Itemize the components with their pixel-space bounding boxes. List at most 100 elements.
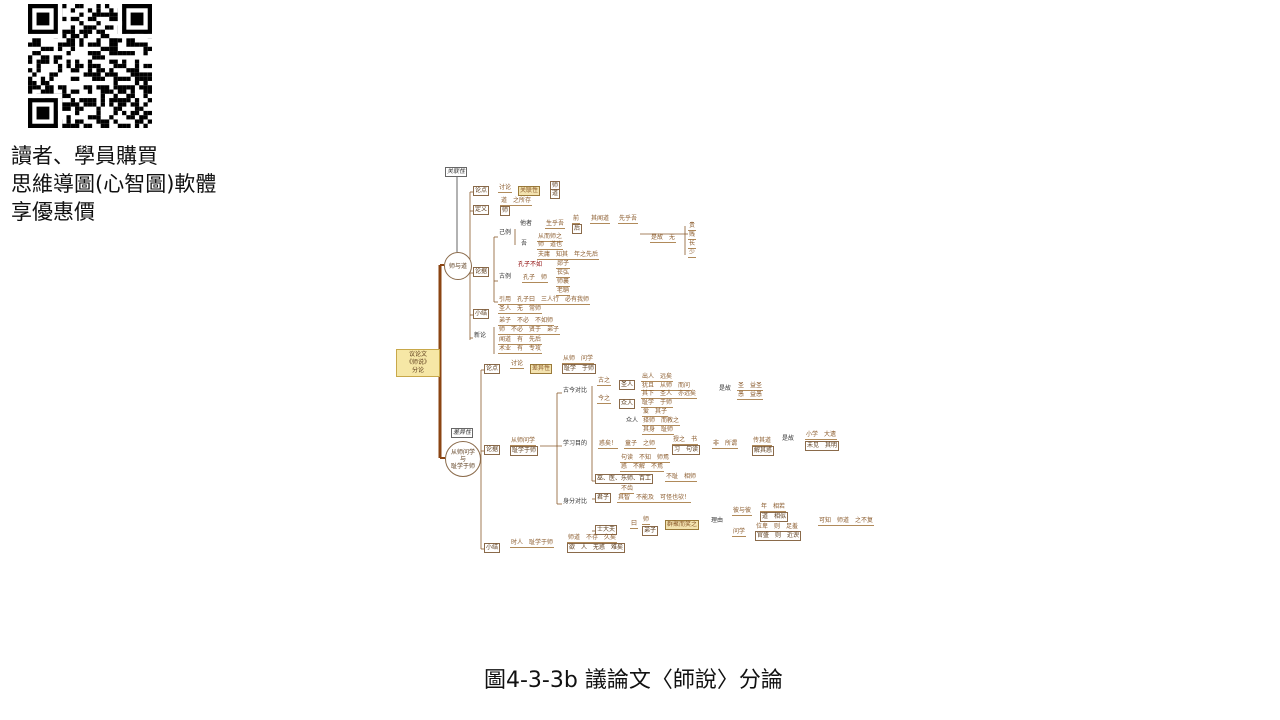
mindmap-node: 解其惑: [752, 446, 775, 456]
branch-teacher-and-dao: 师与道: [444, 252, 472, 280]
mindmap-node: 长: [688, 240, 697, 249]
mindmap-node: 圣人: [619, 380, 636, 390]
mindmap-node: 论据: [484, 445, 501, 455]
mindmap-node: 其智 不能及 可怪也欤！: [617, 494, 692, 503]
mindmap-node: 众人: [619, 399, 636, 409]
mindmap-node: 小结: [484, 543, 501, 553]
mindmap-node: 巫、医、乐师、百工: [595, 474, 654, 484]
mindmap-node: 不耻 相师: [665, 473, 698, 482]
mindmap-node: 官盛 则 近谀: [755, 531, 802, 541]
mindmap-node: 从师 问学: [562, 355, 595, 364]
mindmap-node: 耻学 于师: [562, 364, 597, 374]
mindmap-node: 非 所谓: [712, 440, 739, 449]
mindmap-node: 师 不必 贤于 弟子: [498, 326, 561, 335]
mindmap-node: 可知 师道 之不复: [818, 517, 875, 526]
mindmap-node: 后: [572, 224, 583, 234]
mindmap-node: 理由: [711, 517, 724, 524]
qr-code: [28, 4, 152, 128]
mindmap-node: 犹且 从师 而问: [641, 382, 692, 391]
tag-difference: 差异性: [451, 428, 474, 438]
mindmap-node: 群聚而笑之: [665, 520, 700, 530]
mindmap-node: 爱 其子: [642, 408, 669, 417]
mindmap-node: 身分对比: [563, 498, 588, 505]
mindmap-node: 师: [500, 206, 511, 216]
promo-line-2: 思維導圖(心智圖)軟體: [11, 172, 217, 196]
mindmap-node: 众人: [626, 417, 639, 424]
mindmap-node: 讨论: [498, 184, 513, 193]
root-node: 议论文 《师说》 分论: [396, 349, 440, 377]
mindmap-node: 己例: [499, 229, 512, 236]
mindmap-node: 师: [642, 516, 651, 525]
promo-line-1: 讀者、學員購買: [11, 144, 158, 168]
mindmap-node: 弟子: [642, 526, 659, 536]
figure-caption: 圖4-3-3b 議論文〈師說〉分論: [484, 668, 783, 693]
mindmap-node: 引用 孔子曰 三人行 必有我师: [498, 296, 591, 305]
mindmap-node: 从师问学: [510, 437, 537, 446]
mindmap-node: 耻学于师: [510, 446, 539, 456]
mindmap-node: 论据: [473, 267, 490, 277]
mindmap-node: 苌弘: [556, 269, 571, 278]
mindmap-node: 其闻道: [590, 215, 611, 224]
promo-line-3: 享優惠價: [11, 200, 95, 224]
mindmap-node: 讨论: [510, 360, 525, 369]
mindmap-node: 授之 书: [672, 436, 699, 445]
mindmap-node: 出人 远矣: [641, 373, 674, 382]
mindmap-node: 老聃: [556, 287, 571, 296]
mindmap-node: 前: [572, 215, 581, 224]
tag-relation: 关联性: [445, 167, 468, 177]
mindmap-node: 师道 不存 久矣: [567, 534, 618, 543]
mindmap-node: 差异性: [530, 364, 553, 374]
mindmap-node: 今之: [597, 395, 612, 404]
mindmap-node: 时人 耻学于师: [510, 539, 555, 548]
mindmap-node: 孔子 师: [522, 274, 549, 283]
mindmap-node: 生乎吾: [545, 220, 566, 229]
mindmap-node: 惑矣！: [598, 440, 619, 449]
mindmap-node: 孔子不如: [518, 261, 543, 268]
mindmap-node: 传其道: [752, 437, 773, 446]
mindmap-node: 君子: [595, 493, 612, 503]
mindmap-node: 定义: [473, 205, 490, 215]
mindmap-node: 择师 而教之: [642, 417, 681, 426]
mindmap-node: 新论: [474, 332, 487, 339]
mindmap-node: 愚 益愚: [737, 391, 764, 400]
mindmap-node: 未见 其明: [805, 441, 840, 451]
mindmap-node: 习 句读: [672, 445, 701, 455]
mindmap-node: 问学: [732, 528, 747, 537]
mindmap-node: 圣 益圣: [737, 382, 764, 391]
mindmap-node: 惑 不解 不焉: [620, 463, 665, 472]
mindmap-node: 小结: [473, 309, 490, 319]
mindmap-node: 童子 之师: [624, 440, 657, 449]
mindmap-node: 弟子 不必 不如师: [498, 317, 555, 326]
mindmap-node: 是故: [719, 385, 732, 392]
mindmap-node: 关联性: [518, 186, 541, 196]
mindmap-node: 师 道也: [537, 241, 564, 250]
mindmap-node: 道 相似: [760, 512, 789, 522]
mindmap-node: 学习目的: [563, 440, 588, 447]
mindmap-node: 闻道 有 先后: [498, 336, 543, 345]
mindmap-node: 士大夫: [595, 525, 618, 535]
mindmap-node: 年 相若: [760, 503, 787, 512]
mindmap-node: 他者: [520, 220, 533, 227]
mindmap-node: 彼与彼: [732, 507, 753, 516]
mindmap-node: 其身 耻师: [642, 426, 675, 435]
mindmap-node: 道 之所存: [500, 197, 533, 206]
mindmap-node: 古今对比: [563, 387, 588, 394]
mindmap-node: 句读 不知 师焉: [620, 454, 671, 463]
mindmap-node: 吾: [521, 240, 528, 247]
branch-learning-contrast: 从师问学 与 耻学于师: [445, 441, 481, 477]
mindmap-node: 道: [550, 189, 561, 199]
mindmap-node: 贵: [688, 222, 697, 231]
mindmap-node: 圣人 无 常师: [498, 305, 543, 314]
mindmap-node: 古之: [597, 377, 612, 386]
mindmap-node: 是故 无: [650, 234, 677, 243]
mindmap-node: 小学 大遗: [805, 431, 838, 440]
mindmap-node: 先乎吾: [618, 215, 639, 224]
mindmap-node: 贱: [688, 231, 697, 240]
mindmap-node: 论点: [473, 186, 490, 196]
mindmap-node: 夫庸 知其 年之先后: [537, 251, 600, 260]
mindmap-node: 曰: [630, 520, 639, 529]
mindmap-node: 少: [688, 249, 697, 258]
mindmap-node: 是故: [782, 435, 795, 442]
